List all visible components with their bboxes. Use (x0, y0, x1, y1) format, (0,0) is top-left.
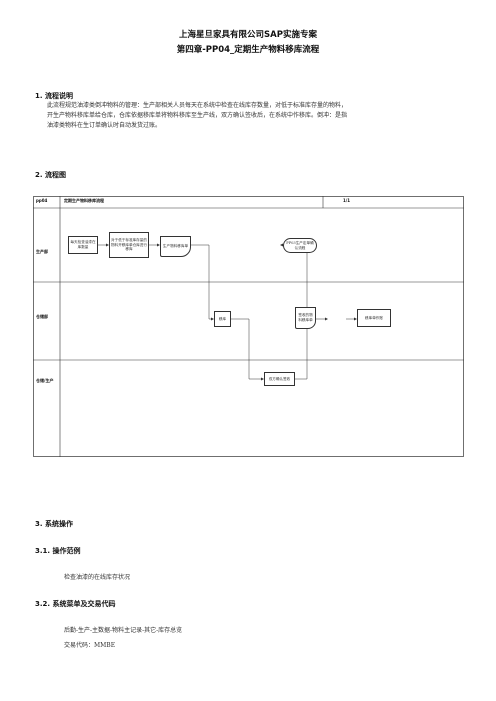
menu-path: 后勤-生产-主数据-物料主记录-其它-库存总览 (64, 627, 183, 634)
section3-heading: 3. 系统操作 (35, 520, 73, 528)
company-title: 上海星旦家具有限公司SAP实施专案 (179, 30, 317, 40)
section1-heading: 1. 流程说明 (35, 92, 73, 100)
lane-production: 生产部 (36, 249, 48, 254)
lane-warehouse-production: 仓储/生产 (36, 378, 54, 383)
section31-heading: 3.1. 操作范例 (35, 547, 81, 555)
lane-warehouse: 仓储部 (36, 314, 48, 319)
section31-text: 检查油漆的在线库存状况 (64, 574, 131, 581)
para-line-1: 此流程规范油漆类倒冲物料的管理：生产部相关人员每天在系统中检查在线库存数量，对低… (47, 102, 348, 109)
section32-heading: 3.2. 系统菜单及交易代码 (35, 600, 116, 608)
section2-heading: 2. 流程图 (35, 171, 66, 179)
para-line-2: 开生产物料移库单给仓库，仓库依据移库单将物料移库至生产线，双方确认签收后，在系统… (47, 112, 348, 119)
box-check-stock: 每天检查油漆在库数量 (68, 236, 98, 254)
section1-paragraph: 此流程规范油漆类倒冲物料的管理：生产部相关人员每天在系统中检查在线库存数量，对低… (47, 101, 477, 131)
box-transfer: 移库 (214, 311, 231, 327)
box-posting: 移库单作账 (357, 309, 391, 327)
box-transfer-doc: 生产物料移库单 (160, 236, 191, 257)
box-pp03: PP03生产定单确认流程 (283, 238, 317, 253)
transaction-code: 交易代码：MMBE (64, 642, 116, 649)
flow-page: 1/1 (343, 198, 351, 203)
box-signed-doc: 签收的物料移库单 (295, 307, 316, 329)
box-confirm-sign: 双方确认签收 (264, 372, 295, 386)
para-line-3: 油漆类物料在生订单确认时自动发货过账。 (47, 122, 162, 129)
box-create-transfer: 对于低于标准库存量的物料开移库单仓库进行移库 (109, 232, 149, 258)
flowchart: pp04 定期生产物料移库流程 1/1 生产部 仓储部 仓储/生产 每天检查油漆… (33, 196, 464, 457)
flow-name: 定期生产物料移库流程 (64, 198, 104, 203)
flow-code: pp04 (36, 198, 48, 203)
chapter-title: 第四章-PP04_定期生产物料移库流程 (176, 45, 320, 55)
